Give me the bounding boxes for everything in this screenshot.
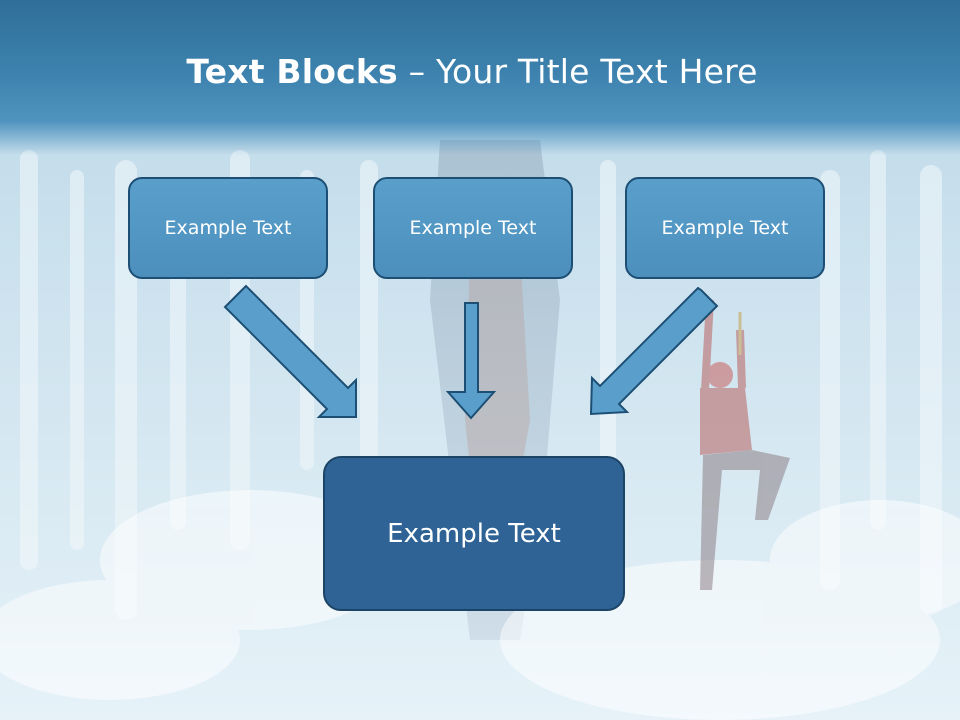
text-block-top-left[interactable]: Example Text — [128, 177, 328, 279]
text-block-top-right-label: Example Text — [661, 217, 789, 239]
text-block-bottom[interactable]: Example Text — [323, 456, 625, 611]
text-block-bottom-label: Example Text — [387, 518, 561, 549]
text-block-top-right[interactable]: Example Text — [625, 177, 825, 279]
title-rest-text: – Your Title Text Here — [397, 52, 758, 91]
title-bar — [0, 0, 960, 155]
text-block-top-center-label: Example Text — [409, 217, 537, 239]
text-block-top-center[interactable]: Example Text — [373, 177, 573, 279]
text-block-top-left-label: Example Text — [164, 217, 292, 239]
slide-title: Text Blocks – Your Title Text Here — [0, 52, 944, 91]
title-bold-text: Text Blocks — [186, 52, 398, 91]
